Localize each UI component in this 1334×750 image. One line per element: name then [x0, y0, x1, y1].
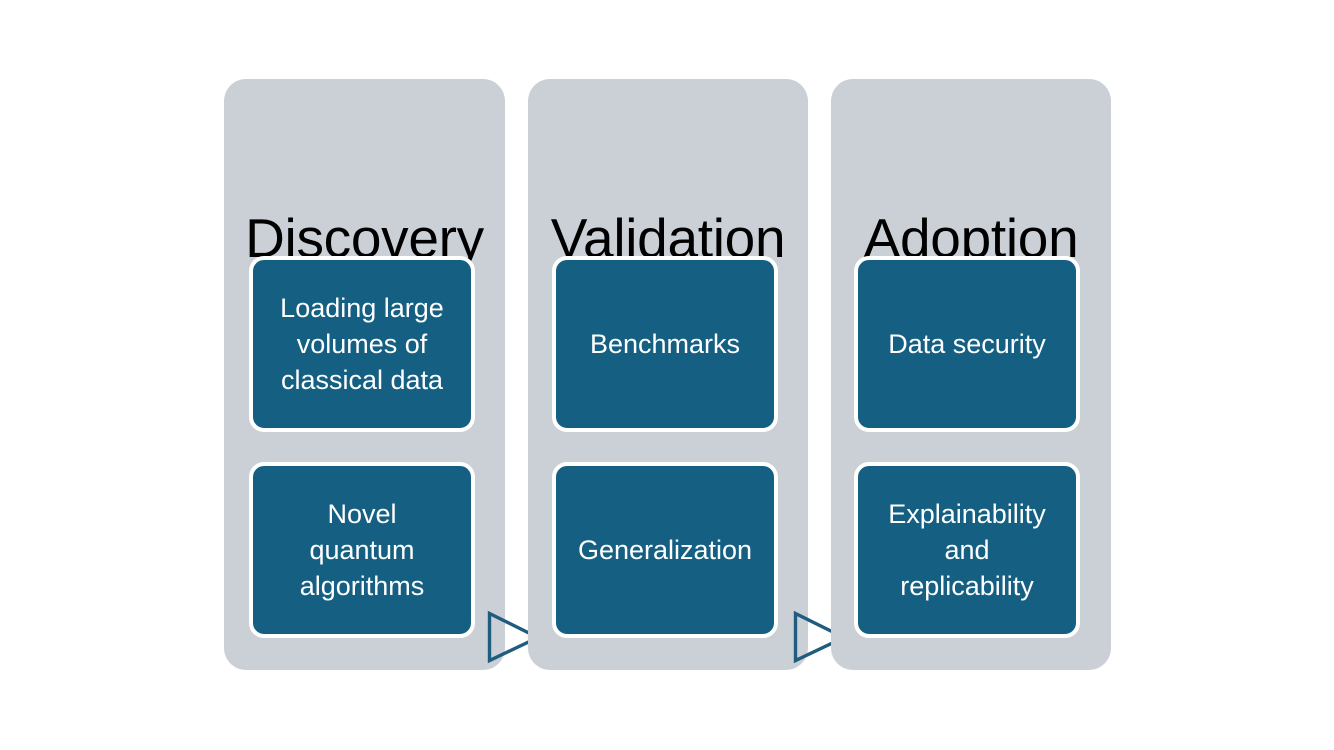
card-benchmarks[interactable]: Benchmarks: [552, 256, 778, 432]
card-explainability-and-replicability[interactable]: Explainability and replicability: [854, 462, 1080, 638]
triangle-right-outline-icon: [793, 610, 848, 664]
stage-validation[interactable]: Validation Benchmarks Generalization: [528, 79, 808, 670]
card-label: Novel quantum algorithms: [299, 499, 425, 601]
card-label: Loading large volumes of classical data: [280, 293, 444, 395]
connector-validation-to-adoption: [791, 609, 849, 665]
triangle-right-outline-icon: [487, 610, 542, 664]
stage-adoption[interactable]: Adoption Data security Explainability an…: [831, 79, 1111, 670]
card-generalization[interactable]: Generalization: [552, 462, 778, 638]
stage-discovery[interactable]: Discovery Loading large volumes of class…: [224, 79, 505, 670]
card-label: Explainability and replicability: [888, 499, 1046, 601]
card-label: Generalization: [577, 535, 753, 565]
card-data-security[interactable]: Data security: [854, 256, 1080, 432]
connector-discovery-to-validation: [485, 609, 543, 665]
card-label: Benchmarks: [589, 329, 741, 359]
card-loading-large-volumes-of-classical-data[interactable]: Loading large volumes of classical data: [249, 256, 475, 432]
card-novel-quantum-algorithms[interactable]: Novel quantum algorithms: [249, 462, 475, 638]
card-label: Data security: [888, 329, 1046, 359]
